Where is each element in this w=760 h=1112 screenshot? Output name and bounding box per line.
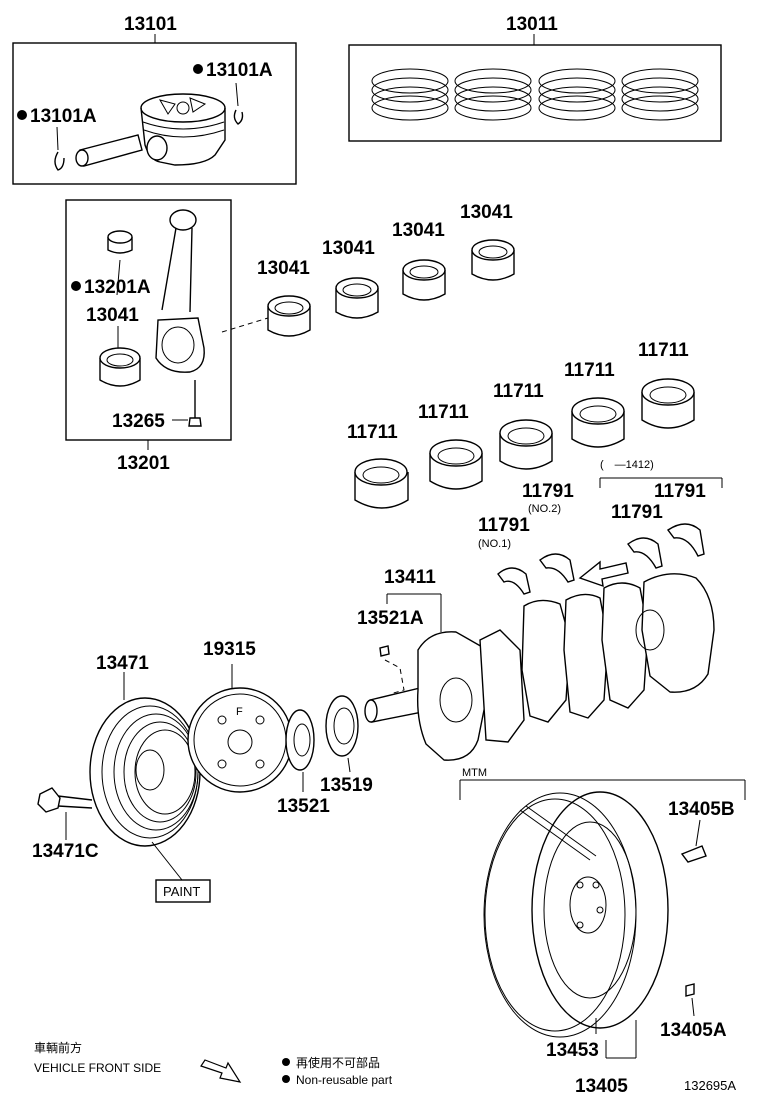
front-direction-arrow-icon bbox=[200, 1059, 242, 1083]
ring-box bbox=[348, 44, 722, 142]
svg-text:F: F bbox=[236, 706, 243, 718]
label-13405: 13405 bbox=[575, 1076, 628, 1097]
nonreusable-legend-dot-icon-2 bbox=[282, 1075, 290, 1083]
crankshaft-pulley[interactable] bbox=[89, 672, 201, 881]
label-13521a: 13521A bbox=[357, 608, 424, 629]
label-13411: 13411 bbox=[384, 567, 436, 588]
label-13041-b: 13041 bbox=[322, 238, 375, 259]
ring-stack-2 bbox=[454, 68, 532, 121]
label-11791-c: 11791 bbox=[611, 502, 663, 523]
label-no2: (NO.2) bbox=[528, 503, 561, 515]
timing-plate-19315[interactable]: F bbox=[187, 664, 293, 793]
label-no1: (NO.1) bbox=[478, 538, 511, 550]
label-mtm: MTM bbox=[462, 767, 487, 779]
label-11791-b: 11791 bbox=[654, 481, 706, 502]
nonreusable-en: Non-reusable part bbox=[296, 1073, 393, 1087]
label-13101a-left: 13101A bbox=[30, 106, 97, 127]
label-19315: 19315 bbox=[203, 639, 256, 660]
label-11791-a: 11791 bbox=[522, 481, 574, 502]
label-13453: 13453 bbox=[546, 1040, 599, 1061]
label-range-1412: ( —1412) bbox=[600, 459, 654, 471]
connecting-rod-assembly[interactable] bbox=[65, 199, 232, 450]
thrust-washers[interactable] bbox=[497, 477, 723, 595]
nonreusable-dot bbox=[193, 64, 203, 74]
nonreusable-dot bbox=[17, 110, 27, 120]
label-13405a: 13405A bbox=[660, 1020, 727, 1041]
label-13471: 13471 bbox=[96, 653, 149, 674]
flywheel-assembly[interactable] bbox=[459, 779, 746, 1059]
nonreusable-legend-dot-icon bbox=[282, 1058, 290, 1066]
ring-stack-3 bbox=[538, 68, 616, 121]
front-side-jp: 車輌前方 bbox=[34, 1040, 82, 1055]
label-13201a: 13201A bbox=[84, 277, 151, 298]
sprocket-13519[interactable] bbox=[325, 695, 359, 773]
label-11711-a: 11711 bbox=[347, 422, 398, 443]
label-13041-a: 13041 bbox=[257, 258, 310, 279]
sprocket-13521[interactable] bbox=[285, 709, 315, 792]
label-13041-rod: 13041 bbox=[86, 305, 139, 326]
label-13041-c: 13041 bbox=[392, 220, 445, 241]
label-13041-d: 13041 bbox=[460, 202, 513, 223]
label-13101a-right: 13101A bbox=[206, 60, 273, 81]
piston-assembly[interactable] bbox=[12, 34, 297, 185]
pulley-bolt[interactable] bbox=[37, 787, 93, 840]
label-11711-e: 11711 bbox=[638, 340, 689, 361]
label-13471c: 13471C bbox=[32, 841, 99, 862]
ring-stack-4 bbox=[621, 68, 699, 121]
label-11711-d: 11711 bbox=[564, 360, 615, 381]
rod-bearings[interactable] bbox=[267, 239, 515, 337]
ring-stack-1 bbox=[371, 68, 449, 121]
label-13405b: 13405B bbox=[668, 799, 735, 820]
main-bearings[interactable] bbox=[354, 378, 695, 509]
nonreusable-dot bbox=[71, 281, 81, 291]
label-13521: 13521 bbox=[277, 796, 330, 817]
diagram-code: 132695A bbox=[684, 1078, 736, 1093]
label-11711-b: 11711 bbox=[418, 402, 469, 423]
label-13201: 13201 bbox=[117, 453, 170, 474]
label-11791-d: 11791 bbox=[478, 515, 530, 536]
label-11711-c: 11711 bbox=[493, 381, 544, 402]
label-paint: PAINT bbox=[163, 884, 200, 899]
label-13265: 13265 bbox=[112, 411, 165, 432]
nonreusable-jp: 再使用不可部品 bbox=[296, 1055, 380, 1070]
footer-legend: 車輌前方 VEHICLE FRONT SIDE 再使用不可部品 Non-reus… bbox=[34, 1040, 736, 1093]
label-13101: 13101 bbox=[124, 14, 177, 35]
label-13519: 13519 bbox=[320, 775, 373, 796]
paint-note-box bbox=[155, 879, 211, 903]
piston-ring-set[interactable] bbox=[348, 34, 722, 142]
direction-arrow bbox=[578, 560, 629, 588]
crankshaft[interactable] bbox=[364, 573, 715, 761]
front-side-en: VEHICLE FRONT SIDE bbox=[34, 1061, 161, 1075]
label-13011: 13011 bbox=[506, 14, 558, 35]
